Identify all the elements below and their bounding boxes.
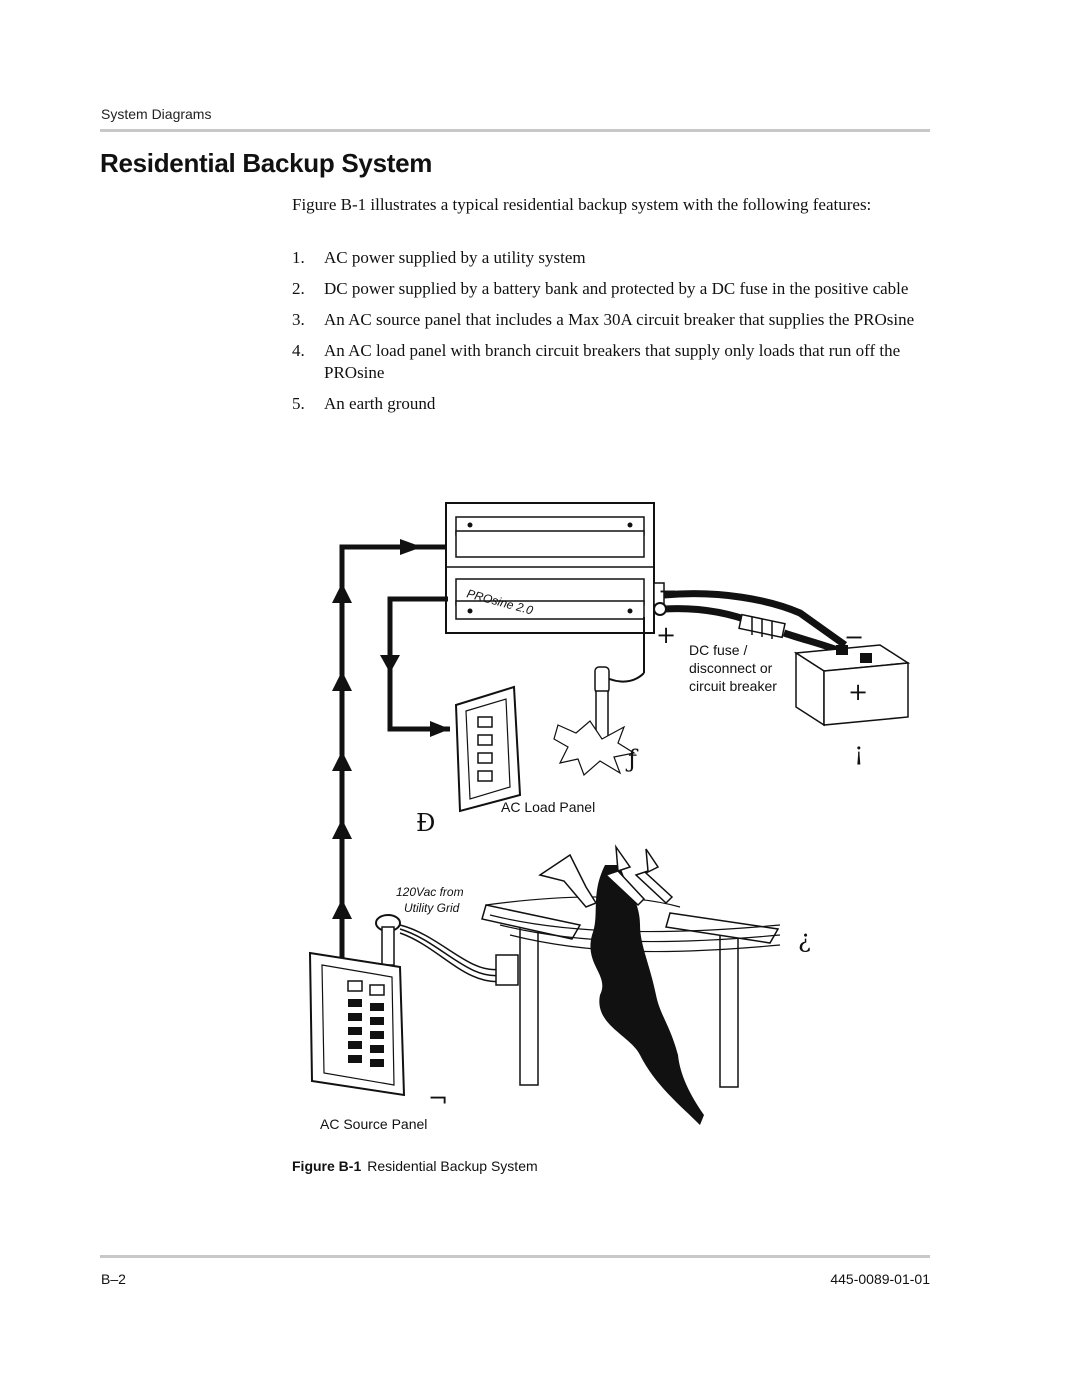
ac-source-panel: [308, 951, 406, 1097]
earth-ground-callout: ƒ: [625, 745, 639, 773]
feature-list: 1.AC power supplied by a utility system …: [292, 247, 932, 424]
diagram-svg: PROsine 2.0 − + − + DC fuse / disconn: [308, 502, 911, 1132]
utility-callout: ¿: [798, 925, 811, 953]
battery-minus-label: −: [844, 623, 864, 651]
list-item: 2.DC power supplied by a battery bank an…: [292, 279, 909, 298]
inverter: PROsine 2.0: [445, 502, 665, 634]
document-number: 445-0089-01-01: [830, 1271, 930, 1287]
battery-plus-label: +: [848, 678, 868, 706]
load-panel-callout: Ð: [416, 809, 435, 837]
figure-title: Residential Backup System: [367, 1158, 538, 1174]
battery-callout: ¡: [854, 738, 864, 766]
dc-fuse-label-3: circuit breaker: [689, 678, 777, 694]
utility-label-1: 120Vac from: [396, 885, 464, 899]
dc-fuse: [738, 613, 786, 639]
inverter-minus-label: −: [658, 577, 678, 605]
list-item: 1.AC power supplied by a utility system: [292, 248, 586, 267]
earth-ground: [553, 617, 645, 777]
ac-source-panel-label: AC Source Panel: [320, 1116, 427, 1132]
figure-caption: Figure B-1 Residential Backup System: [292, 1158, 538, 1174]
list-item: 4.An AC load panel with branch circuit b…: [292, 341, 901, 382]
utility-poles: [481, 896, 781, 1088]
page-number: B–2: [101, 1271, 126, 1287]
source-panel-callout: ¬: [428, 1085, 448, 1113]
section-header: System Diagrams: [101, 106, 212, 122]
figure-number: Figure B-1: [292, 1158, 362, 1174]
page-title: Residential Backup System: [100, 148, 433, 178]
system-diagram: PROsine 2.0 − + − + DC fuse / disconn: [300, 495, 940, 1145]
intro-paragraph: Figure B-1 illustrates a typical residen…: [292, 195, 872, 214]
ac-load-panel: [454, 685, 522, 813]
header-rule: [100, 129, 930, 132]
list-item: 3.An AC source panel that includes a Max…: [292, 310, 915, 329]
footer-rule: [100, 1255, 930, 1258]
list-item: 5.An earth ground: [292, 394, 436, 413]
utility-label-2: Utility Grid: [404, 901, 460, 915]
dc-fuse-label-2: disconnect or: [689, 660, 773, 676]
battery: [793, 644, 911, 727]
ac-load-panel-label: AC Load Panel: [501, 799, 595, 815]
inverter-plus-label: +: [656, 621, 676, 649]
dc-fuse-label-1: DC fuse /: [689, 642, 747, 658]
